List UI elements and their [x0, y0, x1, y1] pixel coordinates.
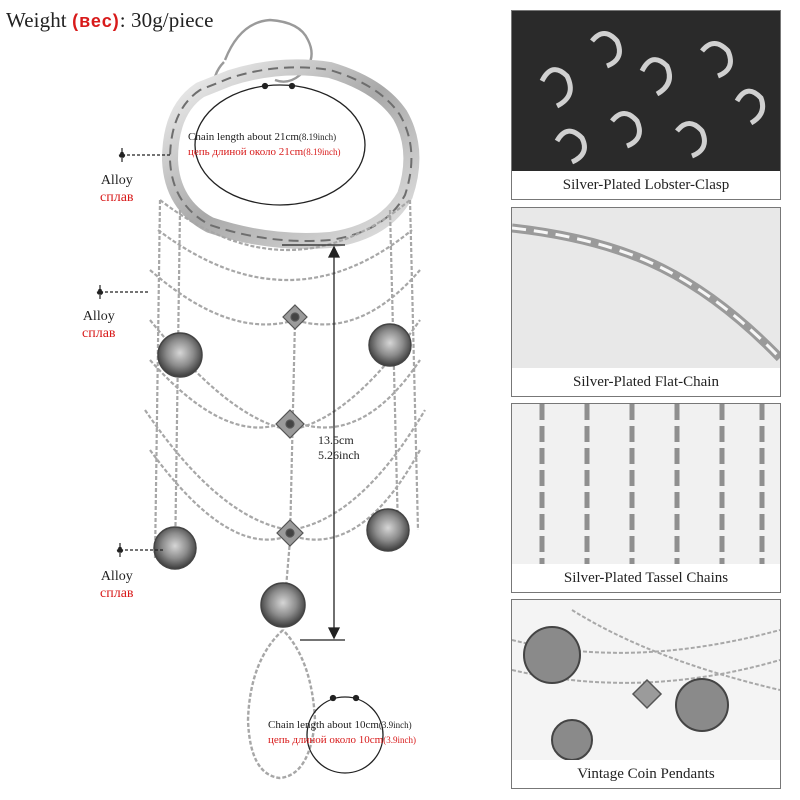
- flat-chain-band: [161, 59, 420, 249]
- length-cm: 13.5cm: [318, 433, 354, 447]
- panel-tassel-chains: Silver-Plated Tassel Chains: [511, 403, 781, 593]
- coin-pendant-photo: [512, 600, 780, 760]
- top-chain-note-en: Chain length about 21cm(8.19inch): [188, 130, 341, 145]
- alloy-label-ru: сплав: [100, 190, 134, 205]
- top-chain-measure: [194, 82, 366, 206]
- length-inch: 5.26inch: [318, 448, 360, 462]
- alloy-label-ru: сплав: [100, 586, 134, 601]
- top-chain-inch-en: (8.19inch): [298, 132, 337, 142]
- panel-caption: Silver-Plated Flat-Chain: [573, 374, 719, 390]
- weight-label: Weight: [6, 8, 73, 32]
- alloy-label-en: Alloy: [82, 309, 115, 324]
- label-pointers: [96, 151, 172, 554]
- bottom-chain-length-ru: цепь длиной около 10cm: [268, 734, 384, 746]
- panel-caption: Silver-Plated Tassel Chains: [563, 570, 729, 586]
- bottom-chain-inch-ru: (3.9inch): [383, 735, 416, 745]
- alloy-label-en: Alloy: [100, 569, 133, 584]
- length-dimension: [282, 244, 345, 641]
- alloy-label-top: Alloy сплав: [100, 172, 134, 206]
- top-chain-note-ru: цепь длиной около 21cm(8.19inch): [188, 145, 341, 160]
- panel-caption: Vintage Coin Pendants: [577, 766, 715, 782]
- weight-value: : 30g/piece: [119, 8, 214, 32]
- bottom-chain-measure: [306, 694, 384, 774]
- weight-label-ru: (вес): [72, 11, 120, 31]
- alloy-label-bottom: Alloy сплав: [100, 568, 134, 602]
- top-chain-length-en: Chain length about 21cm: [188, 131, 299, 143]
- bottom-chain-note-en: Chain length about 10cm(3.9inch): [268, 718, 416, 733]
- alloy-label-middle: Alloy сплав: [82, 308, 116, 342]
- alloy-label-ru: сплав: [82, 326, 116, 341]
- panel-coin-pendants: Vintage Coin Pendants: [511, 599, 781, 789]
- length-measure: 13.5cm 5.26inch: [318, 433, 360, 463]
- alloy-label-en: Alloy: [100, 173, 133, 188]
- connector-charms: [275, 304, 308, 547]
- panel-flat-chain: Silver-Plated Flat-Chain: [511, 207, 781, 397]
- label-crosshairs: [99, 148, 123, 557]
- ring-loop: [246, 629, 317, 780]
- bracelet-illustration: [96, 18, 426, 780]
- top-chain-length-ru: цепь длиной около 21cm: [188, 146, 304, 158]
- bottom-chain-note-ru: цепь длиной около 10cm(3.9inch): [268, 733, 416, 748]
- top-chain-note: Chain length about 21cm(8.19inch) цепь д…: [188, 130, 341, 160]
- bottom-chain-note: Chain length about 10cm(3.9inch) цепь дл…: [268, 718, 416, 748]
- panel-caption: Silver-Plated Lobster-Clasp: [562, 177, 730, 193]
- weight-info: Weight (вес): 30g/piece: [6, 8, 214, 33]
- bottom-chain-length-en: Chain length about 10cm: [268, 719, 379, 731]
- top-chain-inch-ru: (8.19inch): [303, 147, 341, 157]
- flat-chain-photo: [512, 208, 780, 368]
- lobster-clasp-photo: [512, 11, 780, 171]
- tassel-chain-photo: [512, 404, 780, 564]
- coin-pendants: [153, 323, 412, 628]
- panel-lobster-clasp: Silver-Plated Lobster-Clasp: [511, 10, 781, 200]
- bottom-chain-inch-en: (3.9inch): [378, 720, 412, 730]
